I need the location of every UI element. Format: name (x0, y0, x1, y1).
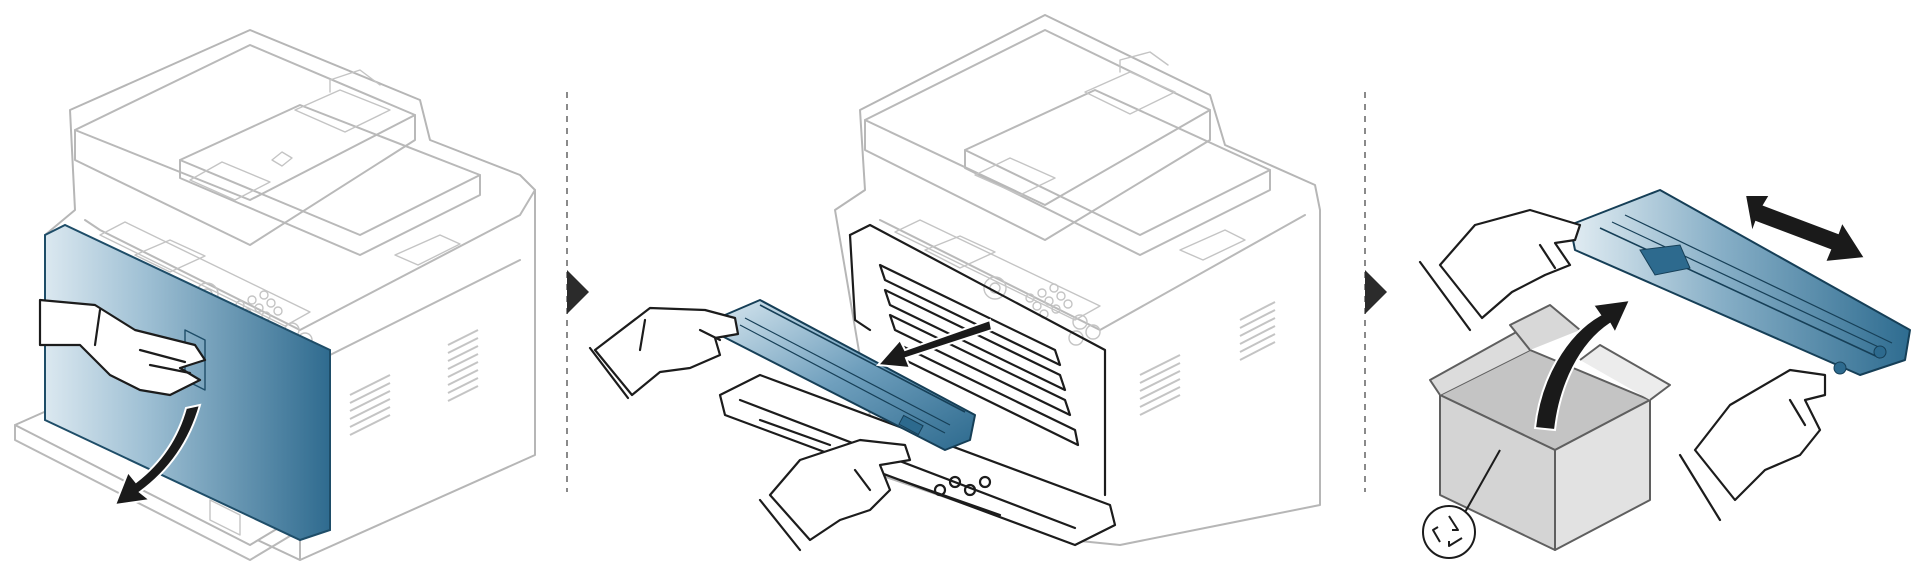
step-separator-1 (566, 92, 589, 492)
open-direction-arrow (113, 403, 202, 507)
right-hand-holding-cartridge (758, 438, 912, 552)
shake-direction-arrow (1743, 194, 1867, 264)
left-hand-holding-cartridge (588, 306, 740, 400)
step-separator-2 (1364, 92, 1387, 492)
keypad-buttons-2 (1025, 283, 1101, 346)
step-3-panel (1418, 189, 1911, 559)
step-2-panel (588, 14, 1321, 552)
step-1-panel (14, 29, 536, 561)
step-chevron-icon (1365, 270, 1387, 314)
left-hand-holding-new-cartridge (1418, 208, 1582, 332)
new-toner-cartridge (1569, 189, 1911, 376)
hand-pulling-cover (38, 298, 207, 397)
side-vent-2 (1139, 301, 1276, 416)
pull-out-arrow (875, 318, 994, 370)
recycle-icon (1422, 449, 1501, 559)
right-hand-holding-new-cartridge (1678, 368, 1827, 522)
step-chevron-icon (567, 270, 589, 314)
lift-out-arrow (1533, 298, 1632, 432)
side-vent (349, 329, 479, 436)
